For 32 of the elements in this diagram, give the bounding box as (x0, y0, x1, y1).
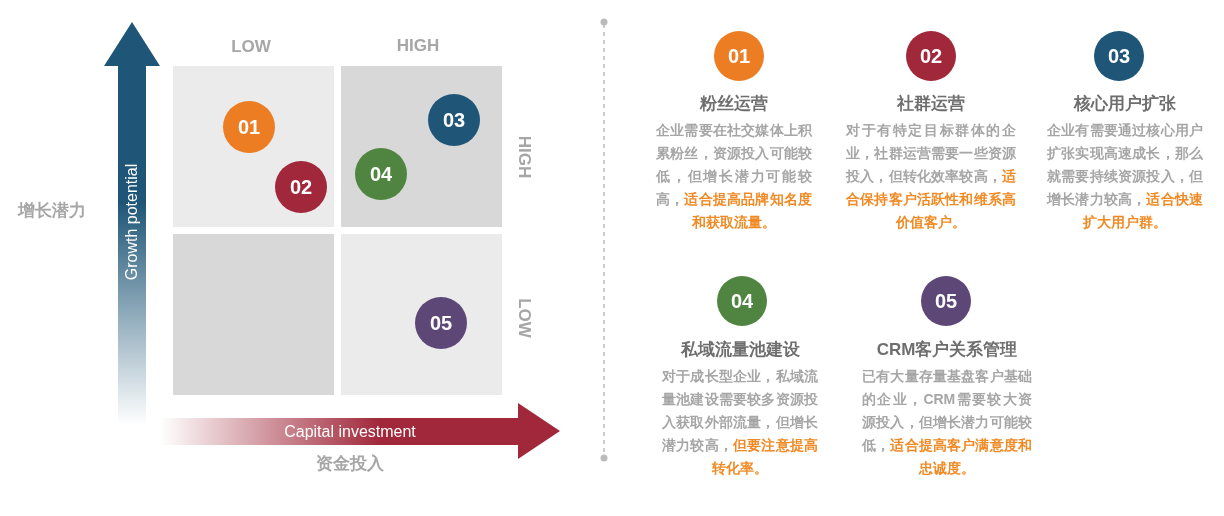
card-heading: 粉丝运营 (698, 93, 769, 115)
card-heading: 私域流量池建设 (679, 339, 801, 361)
quadrant-box (341, 66, 502, 227)
description-text: 对于有特定目标群体的企业，社群运营需要一些资源投入，但转化效率较高，适合保持客户活跃性和维系高价值客户。 (846, 121, 1016, 232)
number-badge: 04 (717, 276, 767, 326)
axis-title: 增长潜力 (18, 199, 86, 222)
quadrant-box (173, 66, 334, 227)
number-badge: 02 (906, 31, 956, 81)
number-badge: 03 (1094, 31, 1144, 81)
number-badge: 01 (223, 101, 275, 153)
card-heading: CRM客户关系管理 (875, 339, 1019, 361)
number-badge: 02 (275, 161, 327, 213)
axis-level-label: HIGH (514, 135, 534, 179)
card-heading: 核心用户扩张 (1072, 93, 1177, 115)
axis-title: 资金投入 (316, 452, 384, 475)
number-badge: 03 (428, 94, 480, 146)
number-badge: 04 (355, 148, 407, 200)
description-text: 企业需要在社交媒体上积累粉丝，资源投入可能较低，但增长潜力可能较高，适合提高品牌知名度和获取流量。 (656, 121, 812, 232)
axis-level-label: HIGH (396, 36, 440, 56)
description-text: 企业有需要通过核心用户扩张实现高速成长，那么就需要持续资源投入，但增长潜力较高，适合快速扩大用户群。 (1047, 121, 1203, 232)
description-text: 对于成长型企业，私域流量池建设需要较多资源投入获取外部流量，但增长潜力较高，但要注意提高转化率。 (662, 367, 818, 478)
axis-title: Growth potential (123, 163, 141, 281)
number-badge: 05 (921, 276, 971, 326)
quadrant-box (341, 234, 502, 395)
axis-title: Capital investment (284, 423, 416, 441)
card-heading: 社群运营 (896, 93, 966, 115)
axis-level-label: LOW (514, 298, 534, 338)
description-text: 已有大量存量基盘客户基础的企业，CRM需要较大资源投入，但增长潜力可能较低，适合提高客户满意度和忠诚度。 (862, 367, 1032, 478)
number-badge: 01 (714, 31, 764, 81)
number-badge: 05 (415, 297, 467, 349)
quadrant-box (173, 234, 334, 395)
axis-level-label: LOW (231, 37, 271, 57)
